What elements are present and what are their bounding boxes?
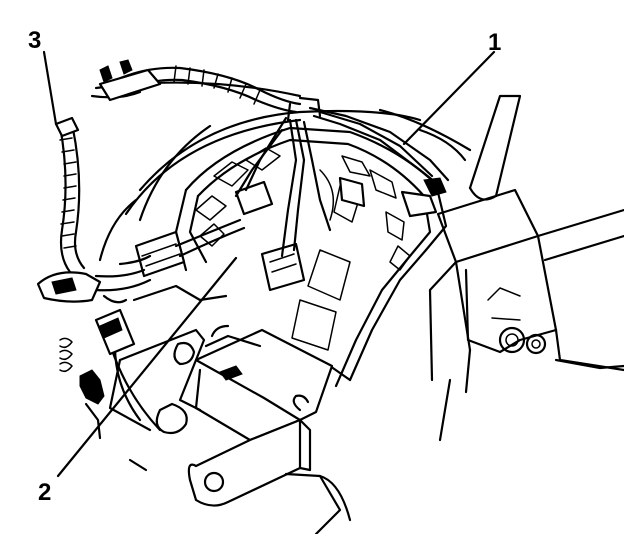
steering-column [428, 94, 624, 442]
harness-clip [98, 68, 162, 102]
leader-line-3 [42, 50, 58, 126]
mounting-plate [187, 324, 352, 534]
callout-1: 1 [488, 29, 501, 56]
harness-conduit-left [36, 116, 102, 303]
connectors [94, 176, 447, 356]
column-bracket [174, 126, 448, 388]
wiring-harness [94, 96, 450, 304]
leader-line-1 [402, 50, 496, 146]
lower-left-panel [59, 284, 228, 472]
center-connector [260, 242, 306, 292]
leader-line-2 [56, 256, 238, 478]
callout-2: 2 [38, 479, 51, 506]
callout-3: 3 [28, 27, 41, 54]
harness-conduit-upper [98, 59, 302, 114]
leader-lines [42, 50, 496, 478]
